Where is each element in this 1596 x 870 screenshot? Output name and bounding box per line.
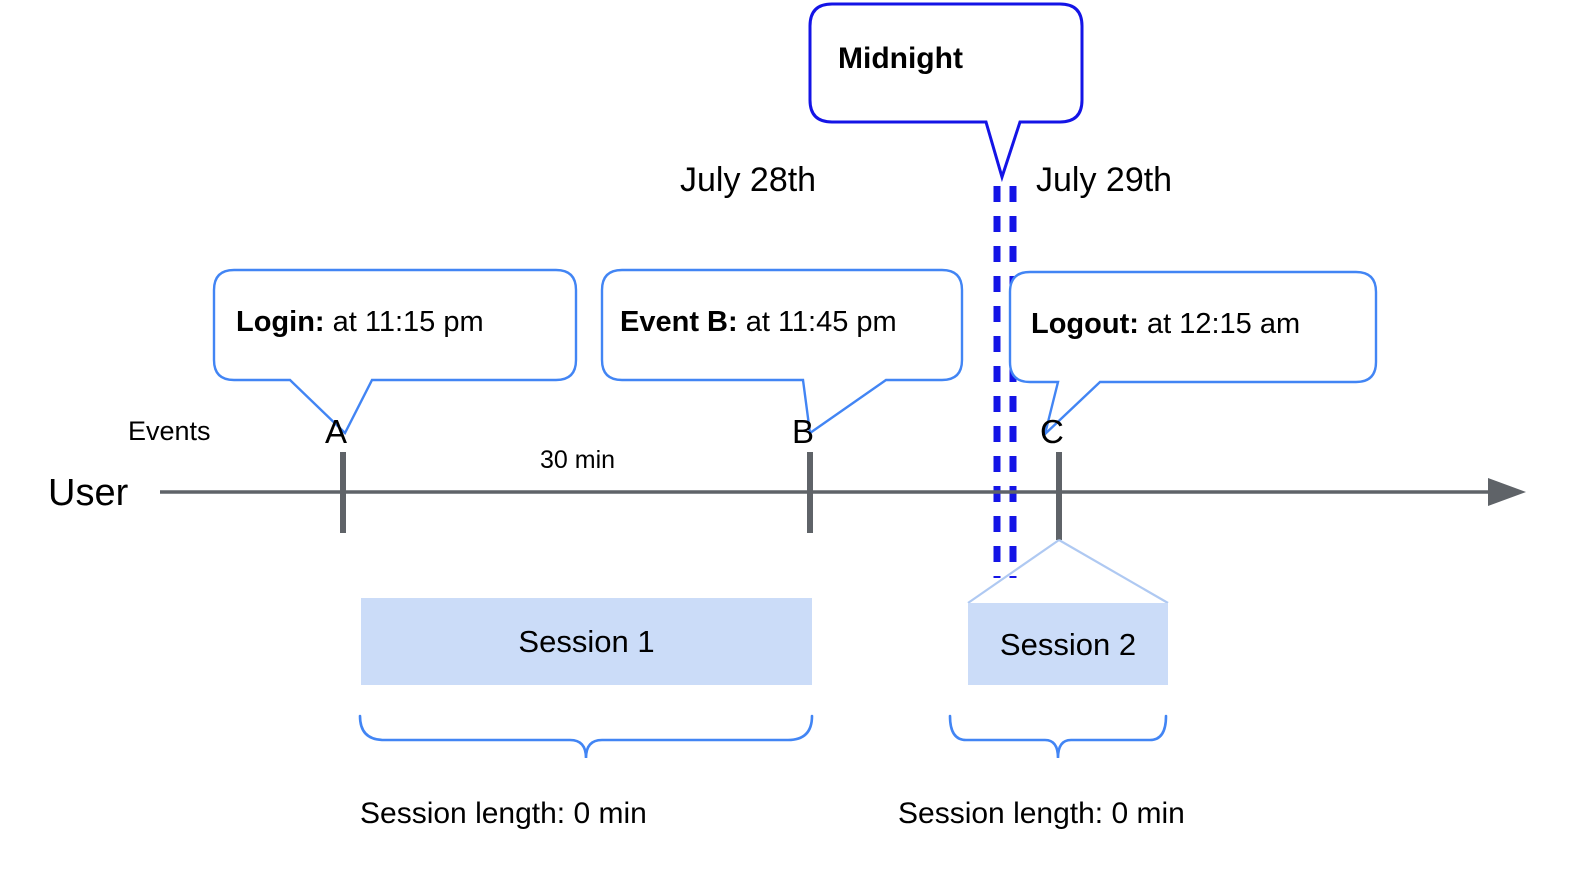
timeline-axis	[160, 478, 1526, 506]
logout-callout-shape	[1008, 270, 1378, 438]
eventb-bubble-path	[600, 268, 964, 436]
event-letter-a: A	[325, 413, 348, 450]
event-letter-c: C	[1040, 413, 1064, 450]
session-2-label: Session 2	[999, 626, 1137, 662]
date-label-july-28: July 28th	[680, 161, 817, 199]
logout-bubble-path	[1008, 270, 1378, 438]
login-callout-text: Login: at 11:15 pm	[236, 308, 484, 337]
timeline-arrowhead	[1488, 478, 1526, 506]
logout-callout-rest: at 12:15 am	[1138, 308, 1301, 340]
event-tick-marks	[340, 452, 1062, 540]
logout-callout-bold: Logout:	[1031, 308, 1139, 340]
event-letter-b: B	[792, 413, 815, 450]
logout-callout-text: Logout: at 12:15 am	[1031, 310, 1300, 339]
login-callout-shape	[212, 268, 578, 435]
session2-connector	[967, 539, 1169, 604]
brace-session-2	[948, 714, 1168, 759]
login-bubble-path	[212, 268, 578, 435]
events-row-label: Events	[128, 416, 211, 446]
eventb-callout-rest: at 11:45 pm	[737, 306, 897, 338]
session-1-box	[361, 598, 812, 685]
session-1-label: Session 1	[518, 624, 655, 659]
login-callout-bold: Login:	[236, 306, 325, 338]
session-length-label-1: Session length: 0 min	[360, 797, 647, 830]
eventb-callout-text: Event B: at 11:45 pm	[620, 308, 897, 337]
session-2-box	[968, 603, 1168, 685]
session2-connector-right	[1058, 539, 1169, 604]
brace-session-1	[358, 714, 814, 759]
login-callout-rest: at 11:15 pm	[324, 306, 484, 338]
eventb-callout-bold: Event B:	[620, 306, 738, 338]
session-length-label-2: Session length: 0 min	[898, 797, 1185, 830]
midnight-bubble-path	[808, 2, 1084, 183]
session-boxes	[361, 598, 1168, 685]
session2-connector-left	[967, 539, 1060, 604]
midnight-label: Midnight	[838, 42, 963, 75]
eventb-callout-shape	[600, 268, 964, 436]
user-row-label: User	[48, 472, 129, 514]
date-label-july-29: July 29th	[1036, 161, 1173, 199]
midnight-callout-shape	[808, 2, 1084, 183]
session-braces	[358, 714, 1168, 759]
midnight-dashed-lines	[993, 186, 1017, 578]
duration-label-30min: 30 min	[540, 446, 616, 474]
